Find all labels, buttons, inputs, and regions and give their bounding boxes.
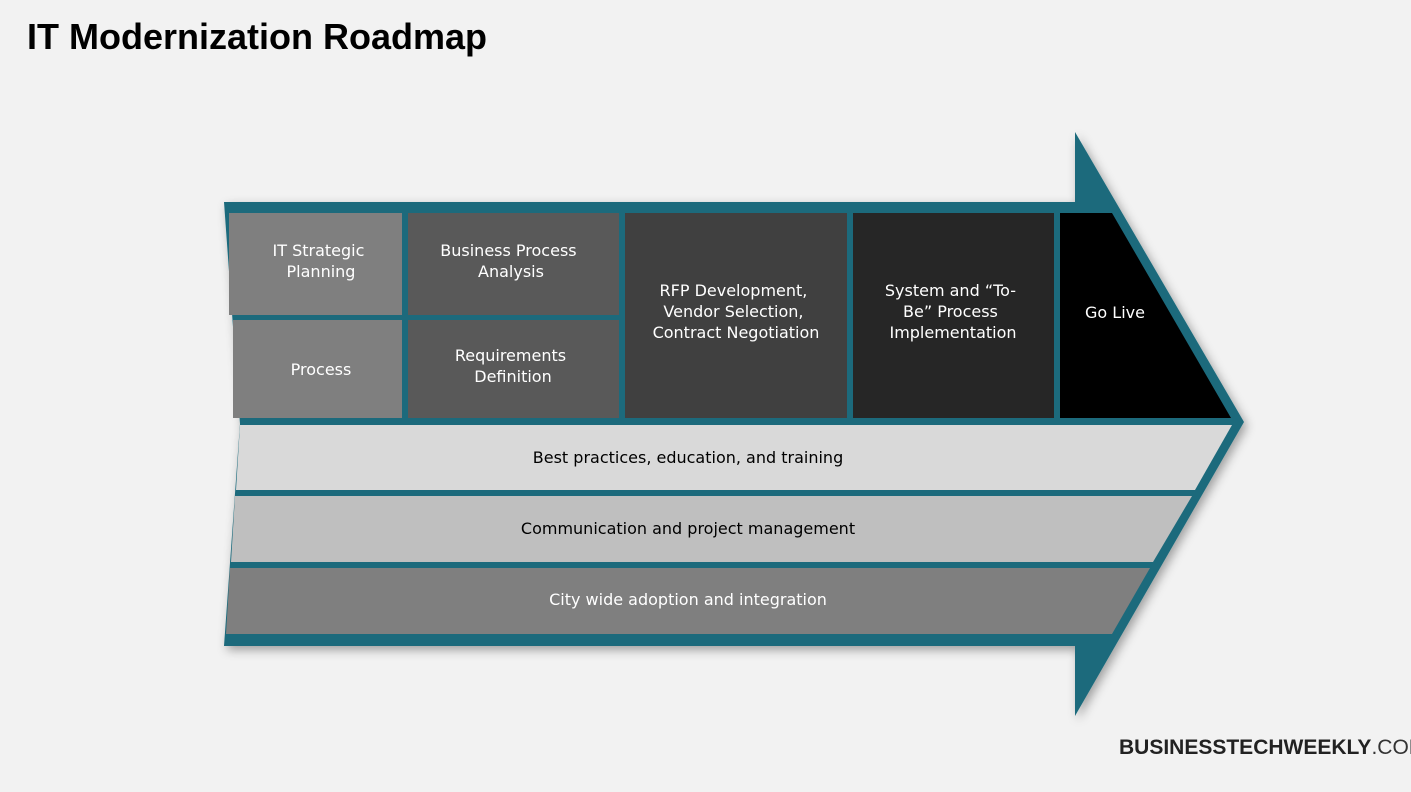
band-label-best-practices: Best practices, education, and training <box>533 448 843 467</box>
phase-label-system-implementation: System and “To- Be” Process Implementati… <box>885 281 1021 342</box>
phase-label-it-strategic-planning: IT Strategic Planning <box>273 241 370 281</box>
phase-box-rfp-development <box>625 213 847 418</box>
phase-box-requirements-definition <box>408 320 619 418</box>
phase-box-process <box>233 320 402 418</box>
phase-box-go-live <box>1060 213 1231 418</box>
phase-label-requirements-definition: Requirements Definition <box>455 346 571 386</box>
band-label-adoption: City wide adoption and integration <box>549 590 827 609</box>
band-best-practices <box>236 425 1232 490</box>
phase-label-process: Process <box>291 360 352 379</box>
page-title: IT Modernization Roadmap <box>27 16 488 57</box>
phase-box-system-implementation <box>853 213 1054 418</box>
phase-label-business-process-analysis: Business Process Analysis <box>440 241 581 281</box>
phase-box-it-strategic-planning <box>229 213 402 315</box>
footer-brand-suffix: .COM <box>1371 736 1411 759</box>
footer-brand-name: BUSINESSTECHWEEKLY <box>1119 736 1372 759</box>
band-label-communication: Communication and project management <box>521 519 855 538</box>
phase-label-go-live: Go Live <box>1085 303 1145 322</box>
band-adoption <box>226 568 1150 634</box>
phase-box-business-process-analysis <box>408 213 619 315</box>
footer-brand: BUSINESSTECHWEEKLY.COM <box>1119 736 1411 760</box>
phase-label-rfp-development: RFP Development, Vendor Selection, Contr… <box>653 281 820 342</box>
band-communication <box>231 496 1192 562</box>
